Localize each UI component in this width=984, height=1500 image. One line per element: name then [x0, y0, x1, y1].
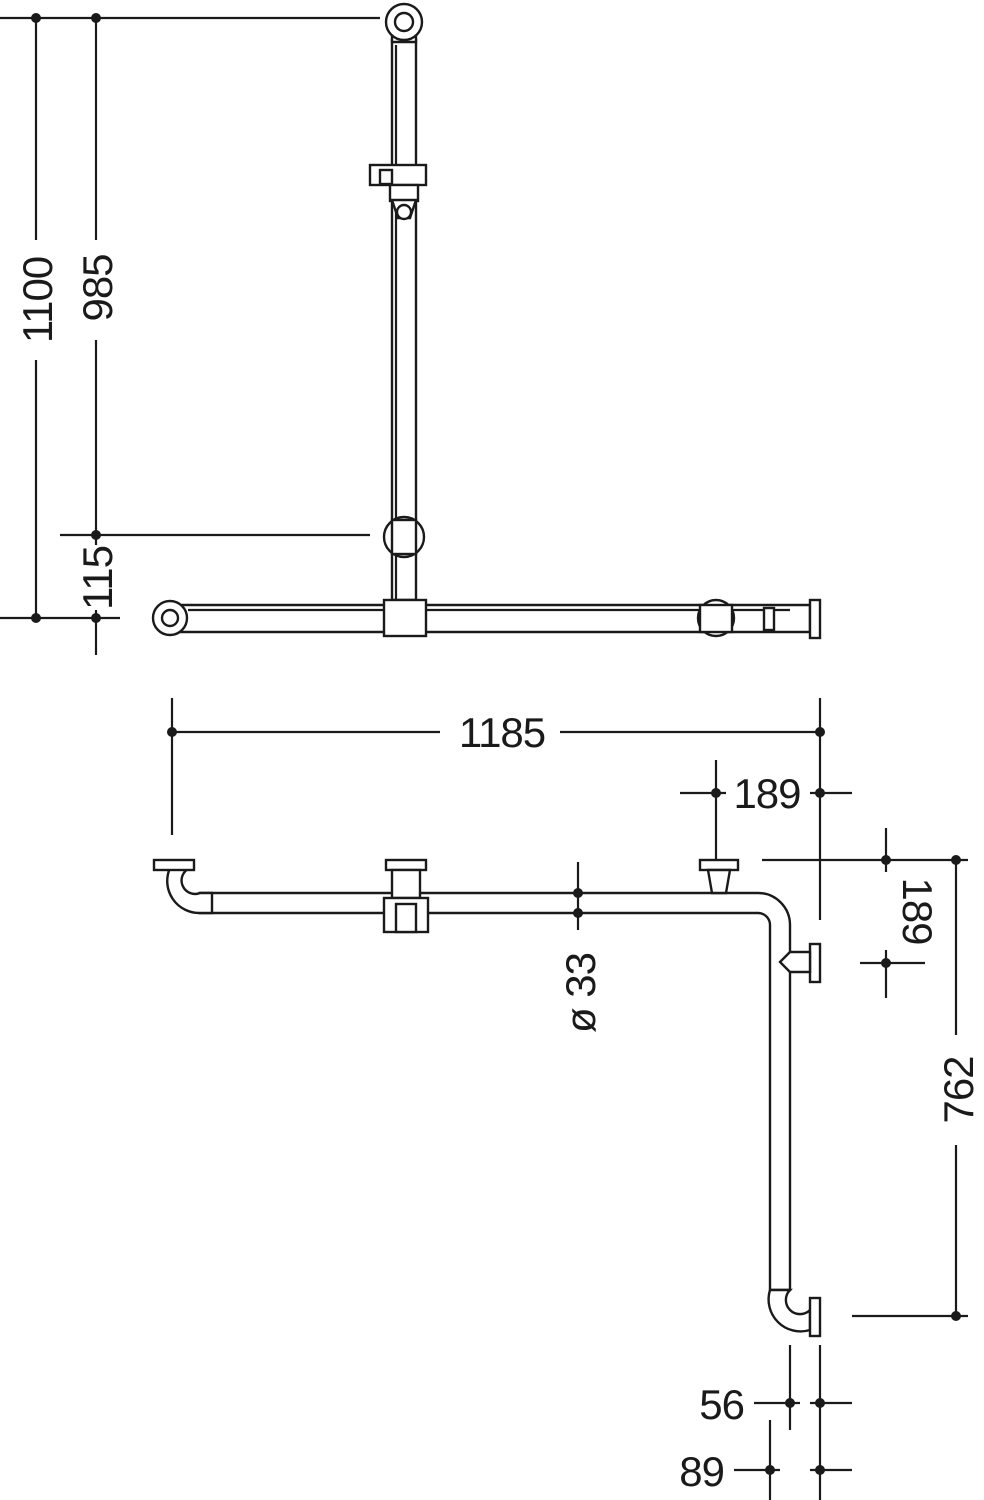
plan-rail — [152, 858, 822, 1338]
dim-label-horizontal-offset: 115 — [74, 546, 121, 610]
dim-depth: 56 89 — [679, 1345, 852, 1500]
dim-label-flange-offset-side: 189 — [894, 877, 941, 944]
horizontal-rail — [151, 598, 822, 640]
dim-label-total-width: 1185 — [459, 709, 545, 756]
vertical-rail — [382, 2, 426, 602]
dim-horizontal-offset: 115 — [74, 535, 121, 655]
plan-view: 1185 189 — [152, 698, 982, 1500]
dim-label-total-height: 1100 — [14, 257, 61, 343]
dim-flange-offset-top: 189 — [680, 760, 852, 880]
dim-label-depth-outer: 89 — [679, 1448, 724, 1495]
front-elevation: 1100 985 115 — [0, 2, 822, 655]
dim-label-tube-diameter: ø 33 — [557, 953, 604, 1033]
dim-label-flange-offset-top: 189 — [733, 770, 800, 817]
dim-return-length: 762 — [852, 855, 982, 1321]
shower-holder — [368, 163, 428, 221]
dim-vertical-bar: 985 — [60, 13, 370, 540]
dim-label-depth-inner: 56 — [699, 1381, 744, 1428]
dim-total-width: 1185 — [167, 698, 825, 920]
dim-flange-offset-side: 189 — [762, 828, 968, 998]
dim-total-height: 1100 — [0, 13, 380, 623]
dim-label-vertical-bar: 985 — [74, 254, 121, 321]
dim-tube-diameter: ø 33 — [557, 862, 604, 1033]
dim-label-return-length: 762 — [935, 1056, 982, 1123]
